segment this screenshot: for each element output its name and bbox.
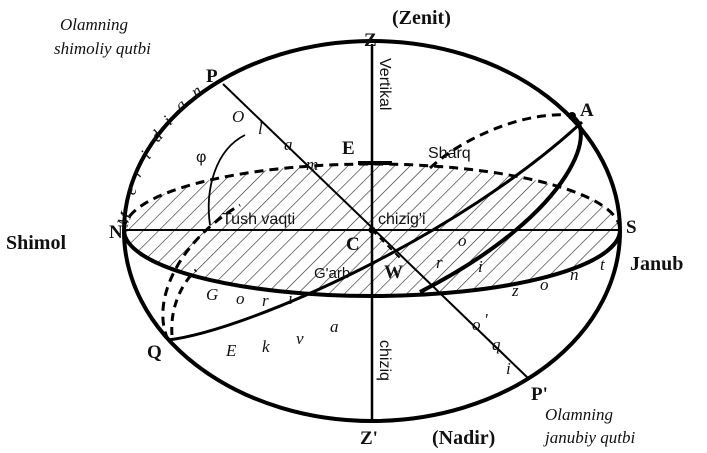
point-q-label: Q	[147, 342, 162, 363]
north-pole-caption-line1: Olamning	[60, 15, 128, 34]
equator-upper-letter: i	[288, 289, 293, 308]
equator-front	[167, 120, 584, 342]
equator-upper-letter: o	[236, 289, 245, 308]
axis-letter: l	[258, 119, 263, 138]
equator-label-group: E k v a	[225, 317, 339, 360]
point-w-label: W	[384, 262, 403, 283]
horizon-letter: n	[570, 265, 579, 284]
point-e-label: E	[342, 138, 355, 159]
axis-letter: i	[506, 359, 511, 378]
horizon-letter: z	[511, 281, 519, 300]
horizon-letter: i	[478, 257, 483, 276]
direction-janub: Janub	[630, 253, 683, 275]
sun-path-back-dashed	[428, 113, 569, 170]
point-c-label: C	[346, 234, 360, 255]
garb-text: G'arb	[314, 265, 350, 282]
latitude-arc	[207, 134, 246, 226]
point-a-label: A	[580, 100, 594, 121]
point-a-dot	[568, 112, 576, 120]
axis-letter: a	[284, 135, 293, 154]
equator-letter: k	[262, 337, 270, 356]
equator-lower-left-dashed	[170, 268, 198, 336]
point-z-prime-label: Z'	[360, 428, 378, 449]
direction-shimol: Shimol	[6, 232, 66, 254]
equator-letter: E	[225, 341, 237, 360]
sharq-text: Sharq	[428, 145, 471, 162]
north-pole-caption-line2: shimoliy qutbi	[54, 39, 151, 58]
axis-letter: O	[232, 107, 244, 126]
vertikal-text: Vertikal	[376, 58, 393, 110]
equator-upper-label-group: G o r i	[206, 285, 293, 310]
south-pole-caption-line1: Olamning	[545, 405, 613, 424]
axis-letter: m	[306, 155, 318, 174]
chiziq-text: chiziq	[376, 340, 393, 381]
horizon-label-group: o r i z o n t	[436, 231, 606, 300]
world-axis	[222, 83, 529, 379]
latitude-phi-symbol: φ	[196, 149, 206, 166]
axis-letter: q	[492, 335, 501, 354]
point-z-label: Z	[364, 30, 377, 51]
point-p-prime-label: P'	[531, 384, 548, 405]
equator-letter: a	[330, 317, 339, 336]
tush-vaqti-text: Tush vaqti	[222, 211, 295, 228]
horizon-letter: r	[436, 253, 443, 272]
meridian-letter: M	[113, 209, 136, 231]
sun-path-front	[419, 113, 583, 294]
south-pole-caption-line2: janubiy qutbi	[543, 428, 635, 447]
equator-upper-letter: r	[262, 291, 269, 310]
axis-lower-label-group: o ' q i	[472, 310, 511, 378]
equator-upper-letter: G	[206, 285, 218, 304]
horizon-letter: t	[600, 255, 606, 274]
zenith-word: (Zenit)	[392, 7, 451, 29]
horizon-letter: o	[540, 275, 549, 294]
axis-letter: o	[472, 315, 481, 334]
equator-back-dashed	[161, 203, 241, 341]
point-p-label: P	[206, 66, 218, 87]
horizon-letter: o	[458, 231, 467, 250]
equator-letter: v	[296, 329, 304, 348]
axis-letter: '	[484, 310, 488, 329]
nadir-word: (Nadir)	[432, 427, 495, 449]
axis-upper-label-group: O l a m	[232, 107, 318, 174]
chizigi-text: chizig'i	[378, 211, 426, 228]
point-n-label: N	[109, 222, 123, 243]
center-point	[368, 226, 376, 234]
point-s-label: S	[626, 217, 637, 238]
